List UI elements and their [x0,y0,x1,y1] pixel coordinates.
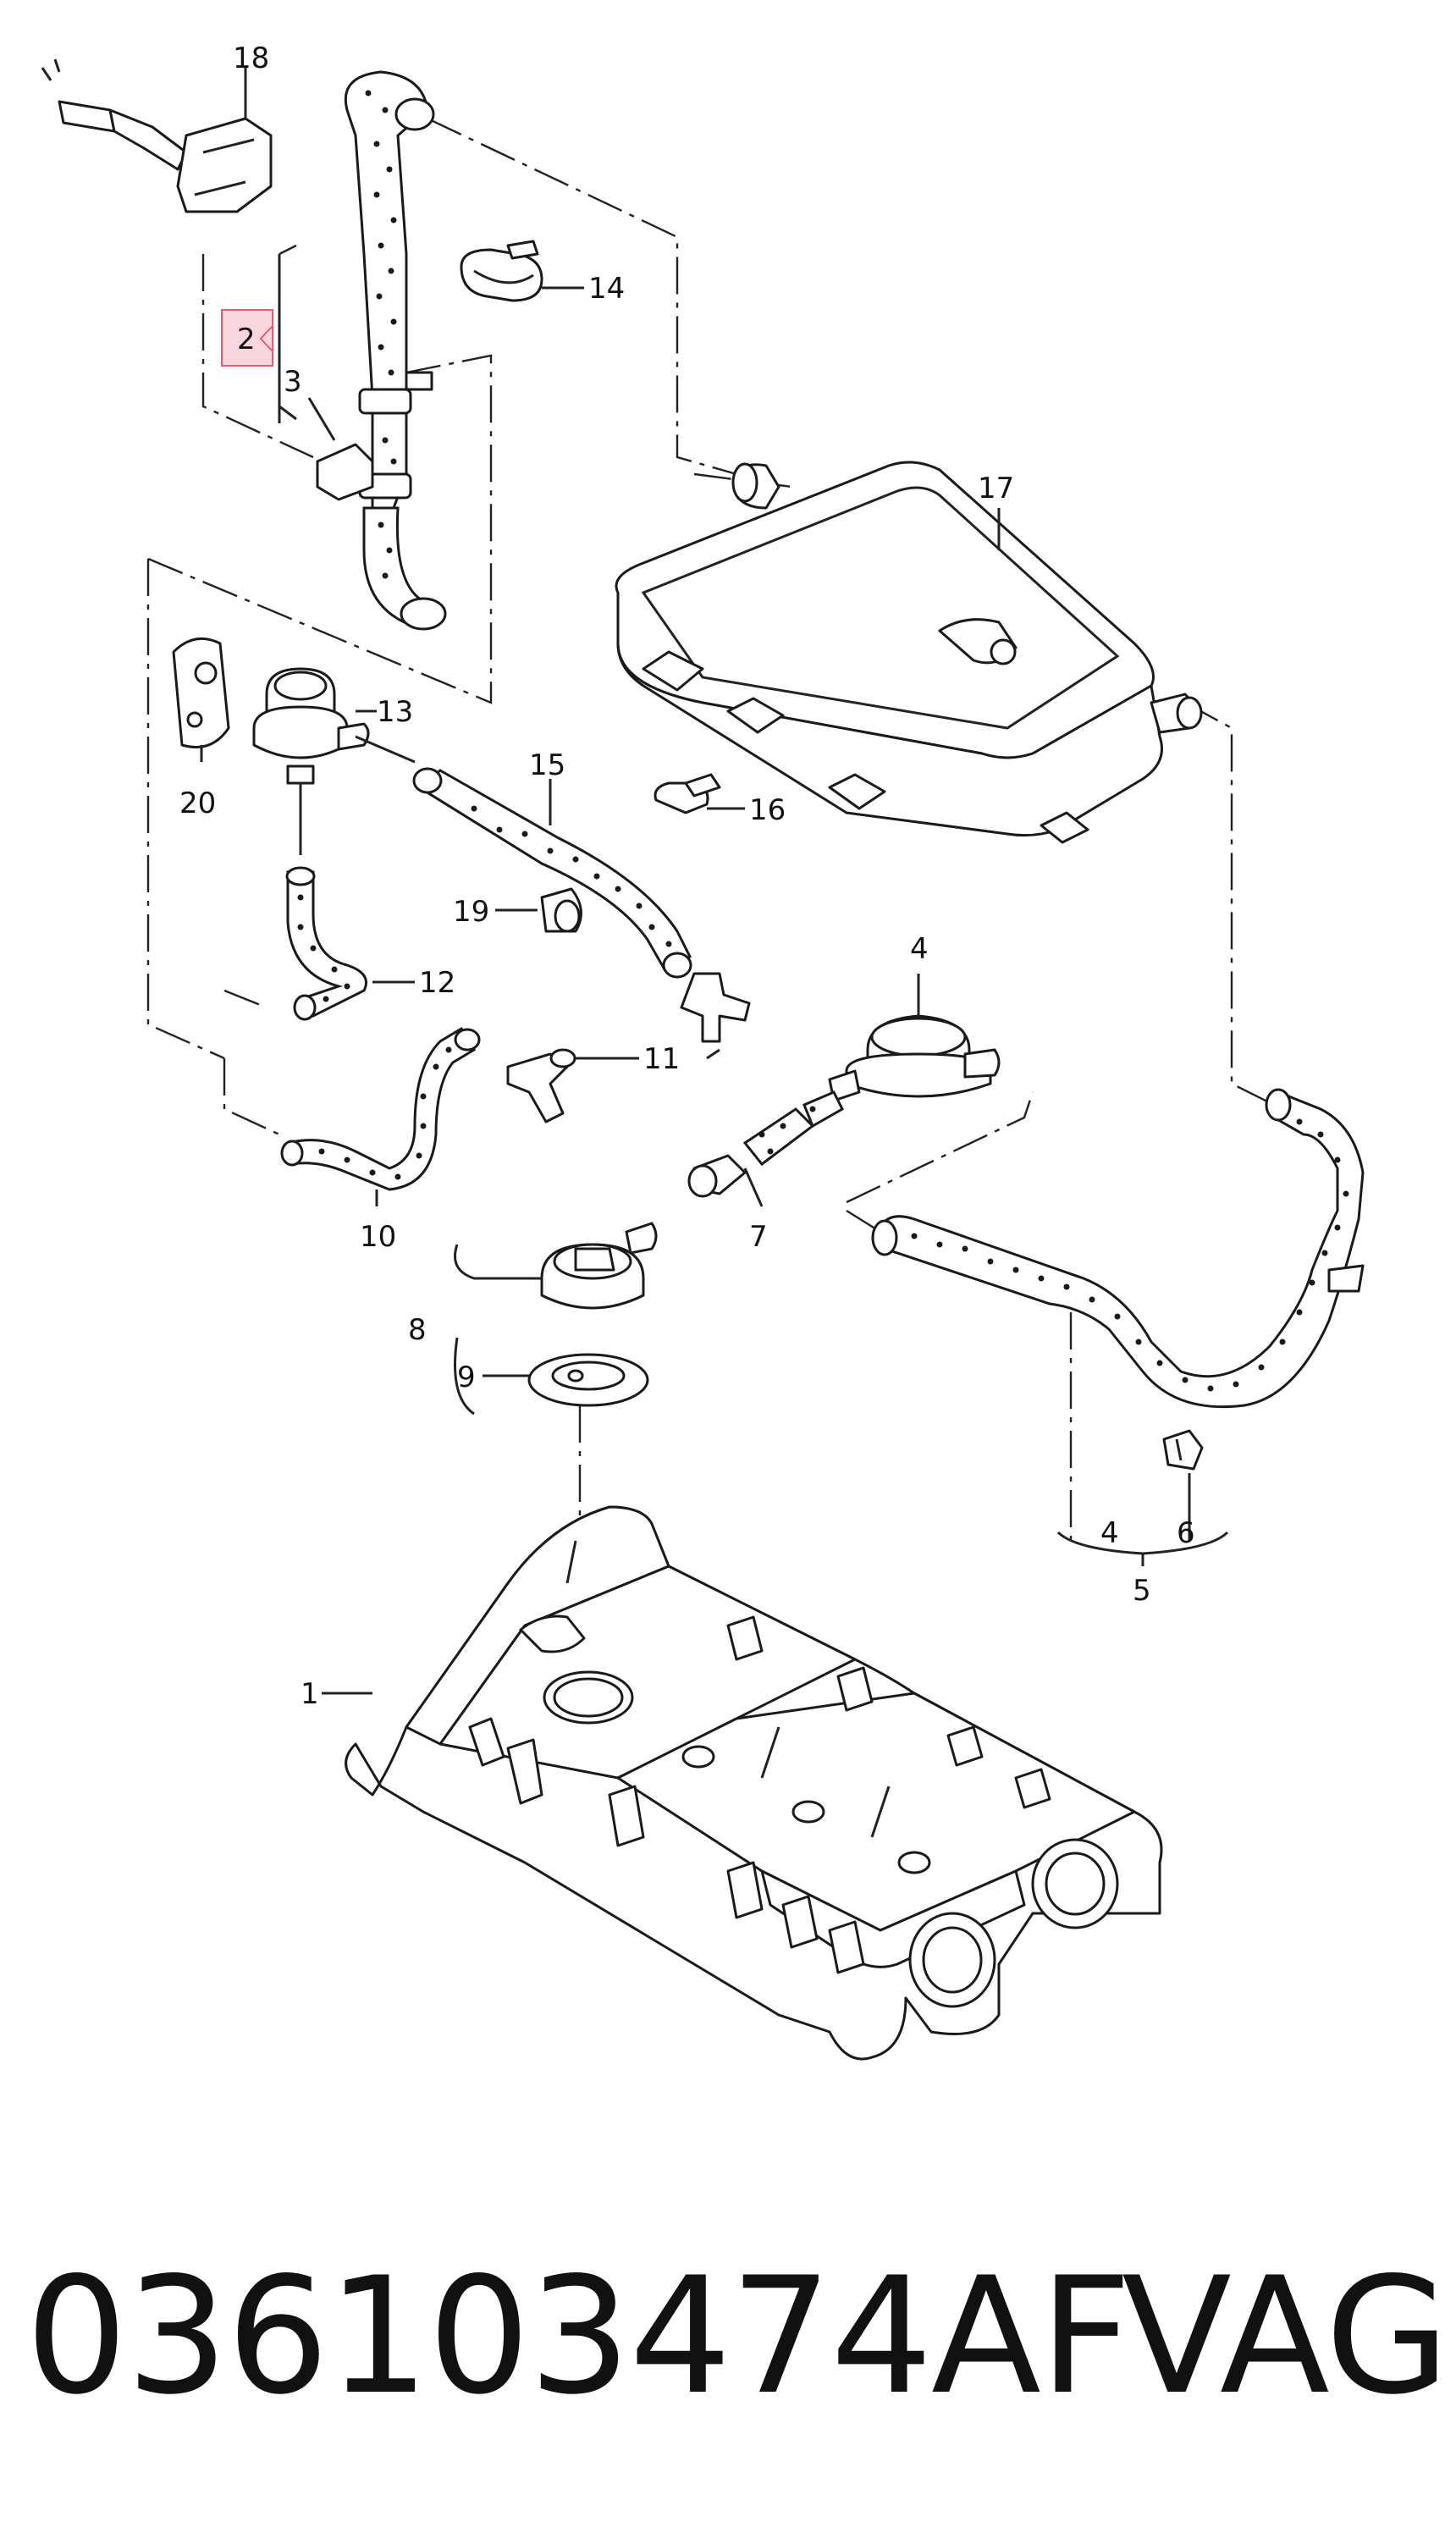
callout-6: 6 [1177,1516,1195,1550]
part-9-seal [454,1337,649,1416]
callout-11: 11 [643,1042,680,1076]
callout-2: 2 [237,323,256,356]
part-4-valve [828,974,1001,1102]
callout-18: 18 [233,41,269,75]
part-14-clip [460,240,584,302]
callout-17: 17 [978,472,1014,505]
callout-7: 7 [749,1220,768,1254]
part-13-valve [252,667,416,855]
guide-lines [146,117,1275,1541]
part-15-hose [412,767,692,979]
part-10-hose [280,1026,481,1206]
part-number-caption: 036103474AF [25,2243,1132,2430]
callout-labels: 18 2 3 14 17 13 20 15 16 19 12 4 11 10 7… [179,41,1195,1711]
part-19-sleeve [495,887,582,933]
callout-12: 12 [419,966,455,1000]
part-12-hose [285,866,415,1021]
bracket-5 [1056,1531,1229,1555]
part-11-tee-connector [506,972,751,1123]
callout-9: 9 [457,1361,476,1394]
callout-19: 19 [453,895,489,929]
exploded-view-drawing: 18 2 3 14 17 13 20 15 16 19 12 4 11 10 7… [41,41,1365,2061]
part-16-clip [654,773,745,814]
part-18-connector [41,58,273,213]
callout-14: 14 [588,272,625,306]
brand-caption: VAG [1122,2243,1450,2430]
callout-13: 13 [377,695,413,729]
callout-8: 8 [408,1313,427,1347]
part-8-cap [454,1222,658,1310]
part-7-hose [687,1090,844,1207]
callout-20: 20 [179,787,216,820]
callout-15: 15 [529,748,565,782]
callout-4: 4 [910,932,929,966]
callout-2-highlight [221,309,273,367]
callout-4-lower: 4 [1100,1516,1119,1550]
part-3-fitting [307,397,374,501]
callout-16: 16 [749,793,786,827]
part-5-hose [871,1088,1365,1409]
part-20-plate [172,637,230,762]
callout-1: 1 [301,1677,319,1711]
callout-5: 5 [1133,1574,1151,1608]
callout-3: 3 [284,365,302,399]
part-2-hose [344,70,447,631]
part-6-clip [1162,1429,1204,1541]
callout-10: 10 [360,1220,396,1254]
part-1-cylinder-head-cover [322,1505,1163,2061]
part-17-separator-housing [615,461,1203,844]
